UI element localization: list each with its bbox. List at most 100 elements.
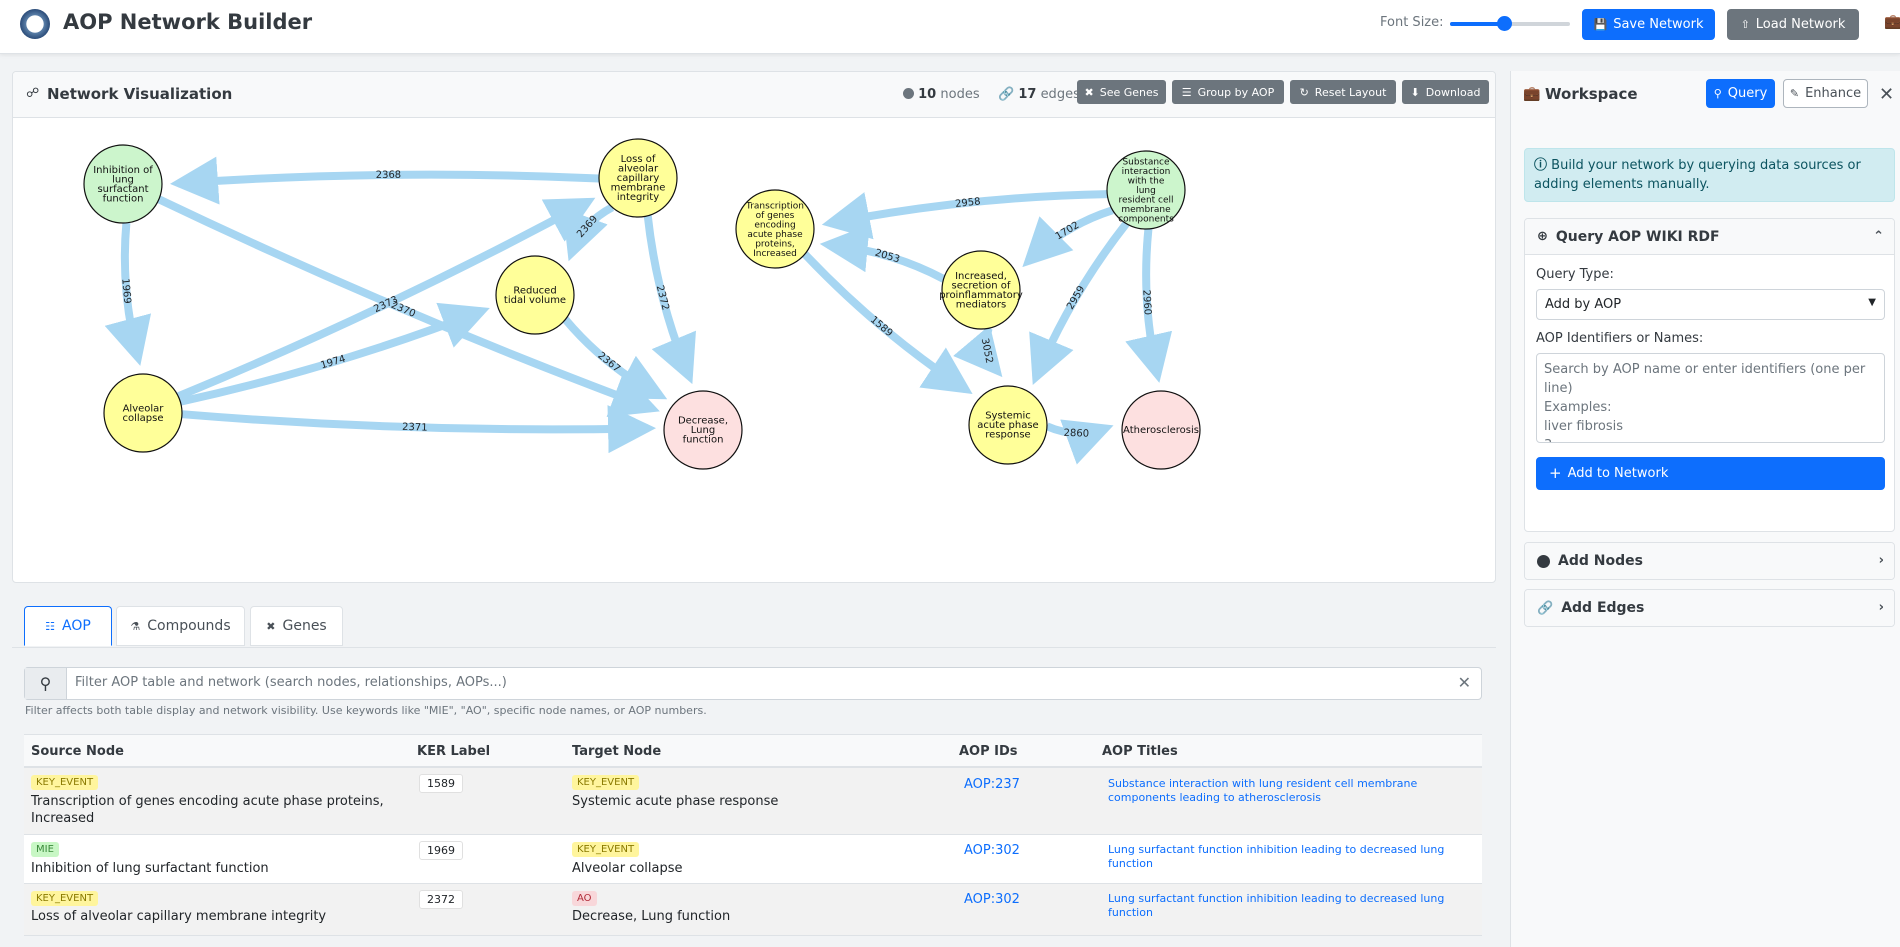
aop-title-link[interactable]: Lung surfactant function inhibition lead…: [1108, 892, 1445, 919]
network-edge[interactable]: [1029, 221, 1130, 385]
table-row[interactable]: KEY_EVENT Loss of alveolar capillary mem…: [24, 884, 1482, 936]
font-size-slider[interactable]: [1450, 16, 1570, 31]
add-edges-header[interactable]: 🔗 Add Edges ›: [1525, 590, 1894, 626]
add-to-network-button[interactable]: + Add to Network: [1536, 457, 1885, 490]
target-type-badge: AO: [572, 891, 597, 906]
aop-identifiers-textarea[interactable]: Search by AOP name or enter identifiers …: [1536, 353, 1885, 443]
column-header-aop-titles[interactable]: AOP Titles: [1102, 744, 1178, 759]
close-icon[interactable]: ✕: [1879, 84, 1895, 105]
node-circle[interactable]: [598, 138, 678, 218]
network-edge[interactable]: [179, 302, 490, 406]
info-text: Build your network by querying data sour…: [1534, 158, 1861, 192]
dna-icon: ✖: [1084, 85, 1094, 99]
network-edge[interactable]: [157, 195, 660, 418]
network-edge[interactable]: [819, 224, 946, 283]
edge-count-value: 17: [1018, 87, 1037, 102]
aop-title-link[interactable]: Lung surfactant function inhibition lead…: [1108, 843, 1445, 870]
briefcase-icon: 💼: [1523, 86, 1541, 102]
aop-identifiers-label: AOP Identifiers or Names:: [1536, 331, 1704, 346]
node-label: Atherosclerosis: [1123, 425, 1199, 436]
query-card-header[interactable]: ⊕ Query AOP WIKI RDF ⌃: [1525, 219, 1894, 255]
node-circle[interactable]: [495, 255, 575, 335]
see-genes-button[interactable]: ✖ See Genes: [1077, 80, 1166, 104]
network-node[interactable]: Atherosclerosis: [1121, 390, 1201, 470]
network-canvas[interactable]: 2368196923692370237319742372236723712958…: [13, 118, 1495, 582]
network-edge[interactable]: [170, 156, 600, 205]
network-panel-header: ☍ Network Visualization 10 nodes 🔗 17 ed…: [13, 72, 1495, 118]
network-edge[interactable]: [562, 316, 668, 400]
network-edge[interactable]: [643, 215, 696, 385]
aop-id-link[interactable]: AOP:237: [964, 777, 1020, 792]
add-edges-card[interactable]: 🔗 Add Edges ›: [1524, 589, 1895, 627]
aop-title-link[interactable]: Substance interaction with lung resident…: [1108, 777, 1418, 804]
load-network-button[interactable]: ⇧ Load Network: [1727, 9, 1859, 40]
network-edge[interactable]: [104, 222, 152, 366]
source-type-badge: KEY_EVENT: [31, 775, 99, 790]
group-by-aop-button[interactable]: ☰ Group by AOP: [1172, 80, 1284, 104]
column-header-aop-ids[interactable]: AOP IDs: [959, 744, 1018, 759]
plus-circle-icon: ⊕: [1537, 229, 1548, 244]
query-type-select[interactable]: Add by AOP ▼: [1536, 289, 1885, 320]
briefcase-icon[interactable]: 💼: [1884, 14, 1900, 30]
tab-bar: ☷ AOP ⚗ Compounds ✖ Genes: [12, 596, 1496, 648]
tab-genes[interactable]: ✖ Genes: [250, 606, 343, 646]
column-header-ker[interactable]: KER Label: [417, 744, 491, 759]
network-edge[interactable]: [821, 190, 1108, 240]
aop-id-link[interactable]: AOP:302: [964, 843, 1020, 858]
tab-aop[interactable]: ☷ AOP: [24, 606, 112, 646]
aop-id-link[interactable]: AOP:302: [964, 892, 1020, 907]
font-size-slider-thumb[interactable]: [1497, 16, 1512, 31]
node-circle[interactable]: [103, 373, 183, 453]
node-circle[interactable]: [83, 144, 163, 224]
add-nodes-card[interactable]: Add Nodes ›: [1524, 542, 1895, 580]
node-circle[interactable]: [1121, 390, 1201, 470]
column-header-source[interactable]: Source Node: [31, 744, 124, 759]
save-icon: 💾: [1593, 18, 1608, 31]
network-edge[interactable]: [953, 325, 1003, 378]
network-edge[interactable]: [1045, 419, 1114, 465]
workspace-title: Workspace: [1545, 85, 1638, 103]
save-network-button[interactable]: 💾 Save Network: [1582, 9, 1715, 40]
node-circle[interactable]: [941, 250, 1021, 330]
reset-layout-button[interactable]: ↻ Reset Layout: [1290, 80, 1396, 104]
network-edge[interactable]: [801, 251, 973, 395]
node-circle[interactable]: [663, 390, 743, 470]
table-row[interactable]: KEY_EVENT Transcription of genes encodin…: [24, 768, 1482, 835]
node-circle[interactable]: [1106, 150, 1186, 230]
clear-filter-icon[interactable]: ✕: [1457, 673, 1471, 692]
network-edge[interactable]: [1125, 228, 1173, 383]
node-circle[interactable]: [735, 189, 815, 269]
network-edge[interactable]: [181, 405, 657, 454]
query-button[interactable]: ⚲ Query: [1706, 79, 1775, 108]
app-logo: [20, 9, 50, 39]
download-icon: ⬇: [1410, 85, 1420, 99]
search-icon: ⚲: [1713, 87, 1722, 100]
sitemap-icon: ☷: [45, 619, 56, 633]
edge-label: 2369: [575, 214, 600, 240]
target-node: Systemic acute phase response: [572, 794, 779, 809]
table-row[interactable]: MIE Inhibition of lung surfactant functi…: [24, 835, 1482, 884]
network-edge[interactable]: [176, 197, 596, 400]
add-nodes-label: Add Nodes: [1558, 553, 1643, 569]
download-button[interactable]: ⬇ Download: [1402, 80, 1489, 104]
query-label: Query: [1727, 86, 1768, 101]
tab-compounds[interactable]: ⚗ Compounds: [116, 606, 245, 646]
node-circle[interactable]: [968, 385, 1048, 465]
enhance-button[interactable]: ✎ Enhance: [1783, 79, 1868, 108]
network-edge[interactable]: [1022, 206, 1114, 268]
edge-label: 1702: [1054, 220, 1081, 243]
add-nodes-header[interactable]: Add Nodes ›: [1525, 543, 1894, 579]
filter-input[interactable]: [75, 675, 1425, 690]
column-header-target[interactable]: Target Node: [572, 744, 662, 759]
reset-layout-label: Reset Layout: [1314, 85, 1387, 99]
